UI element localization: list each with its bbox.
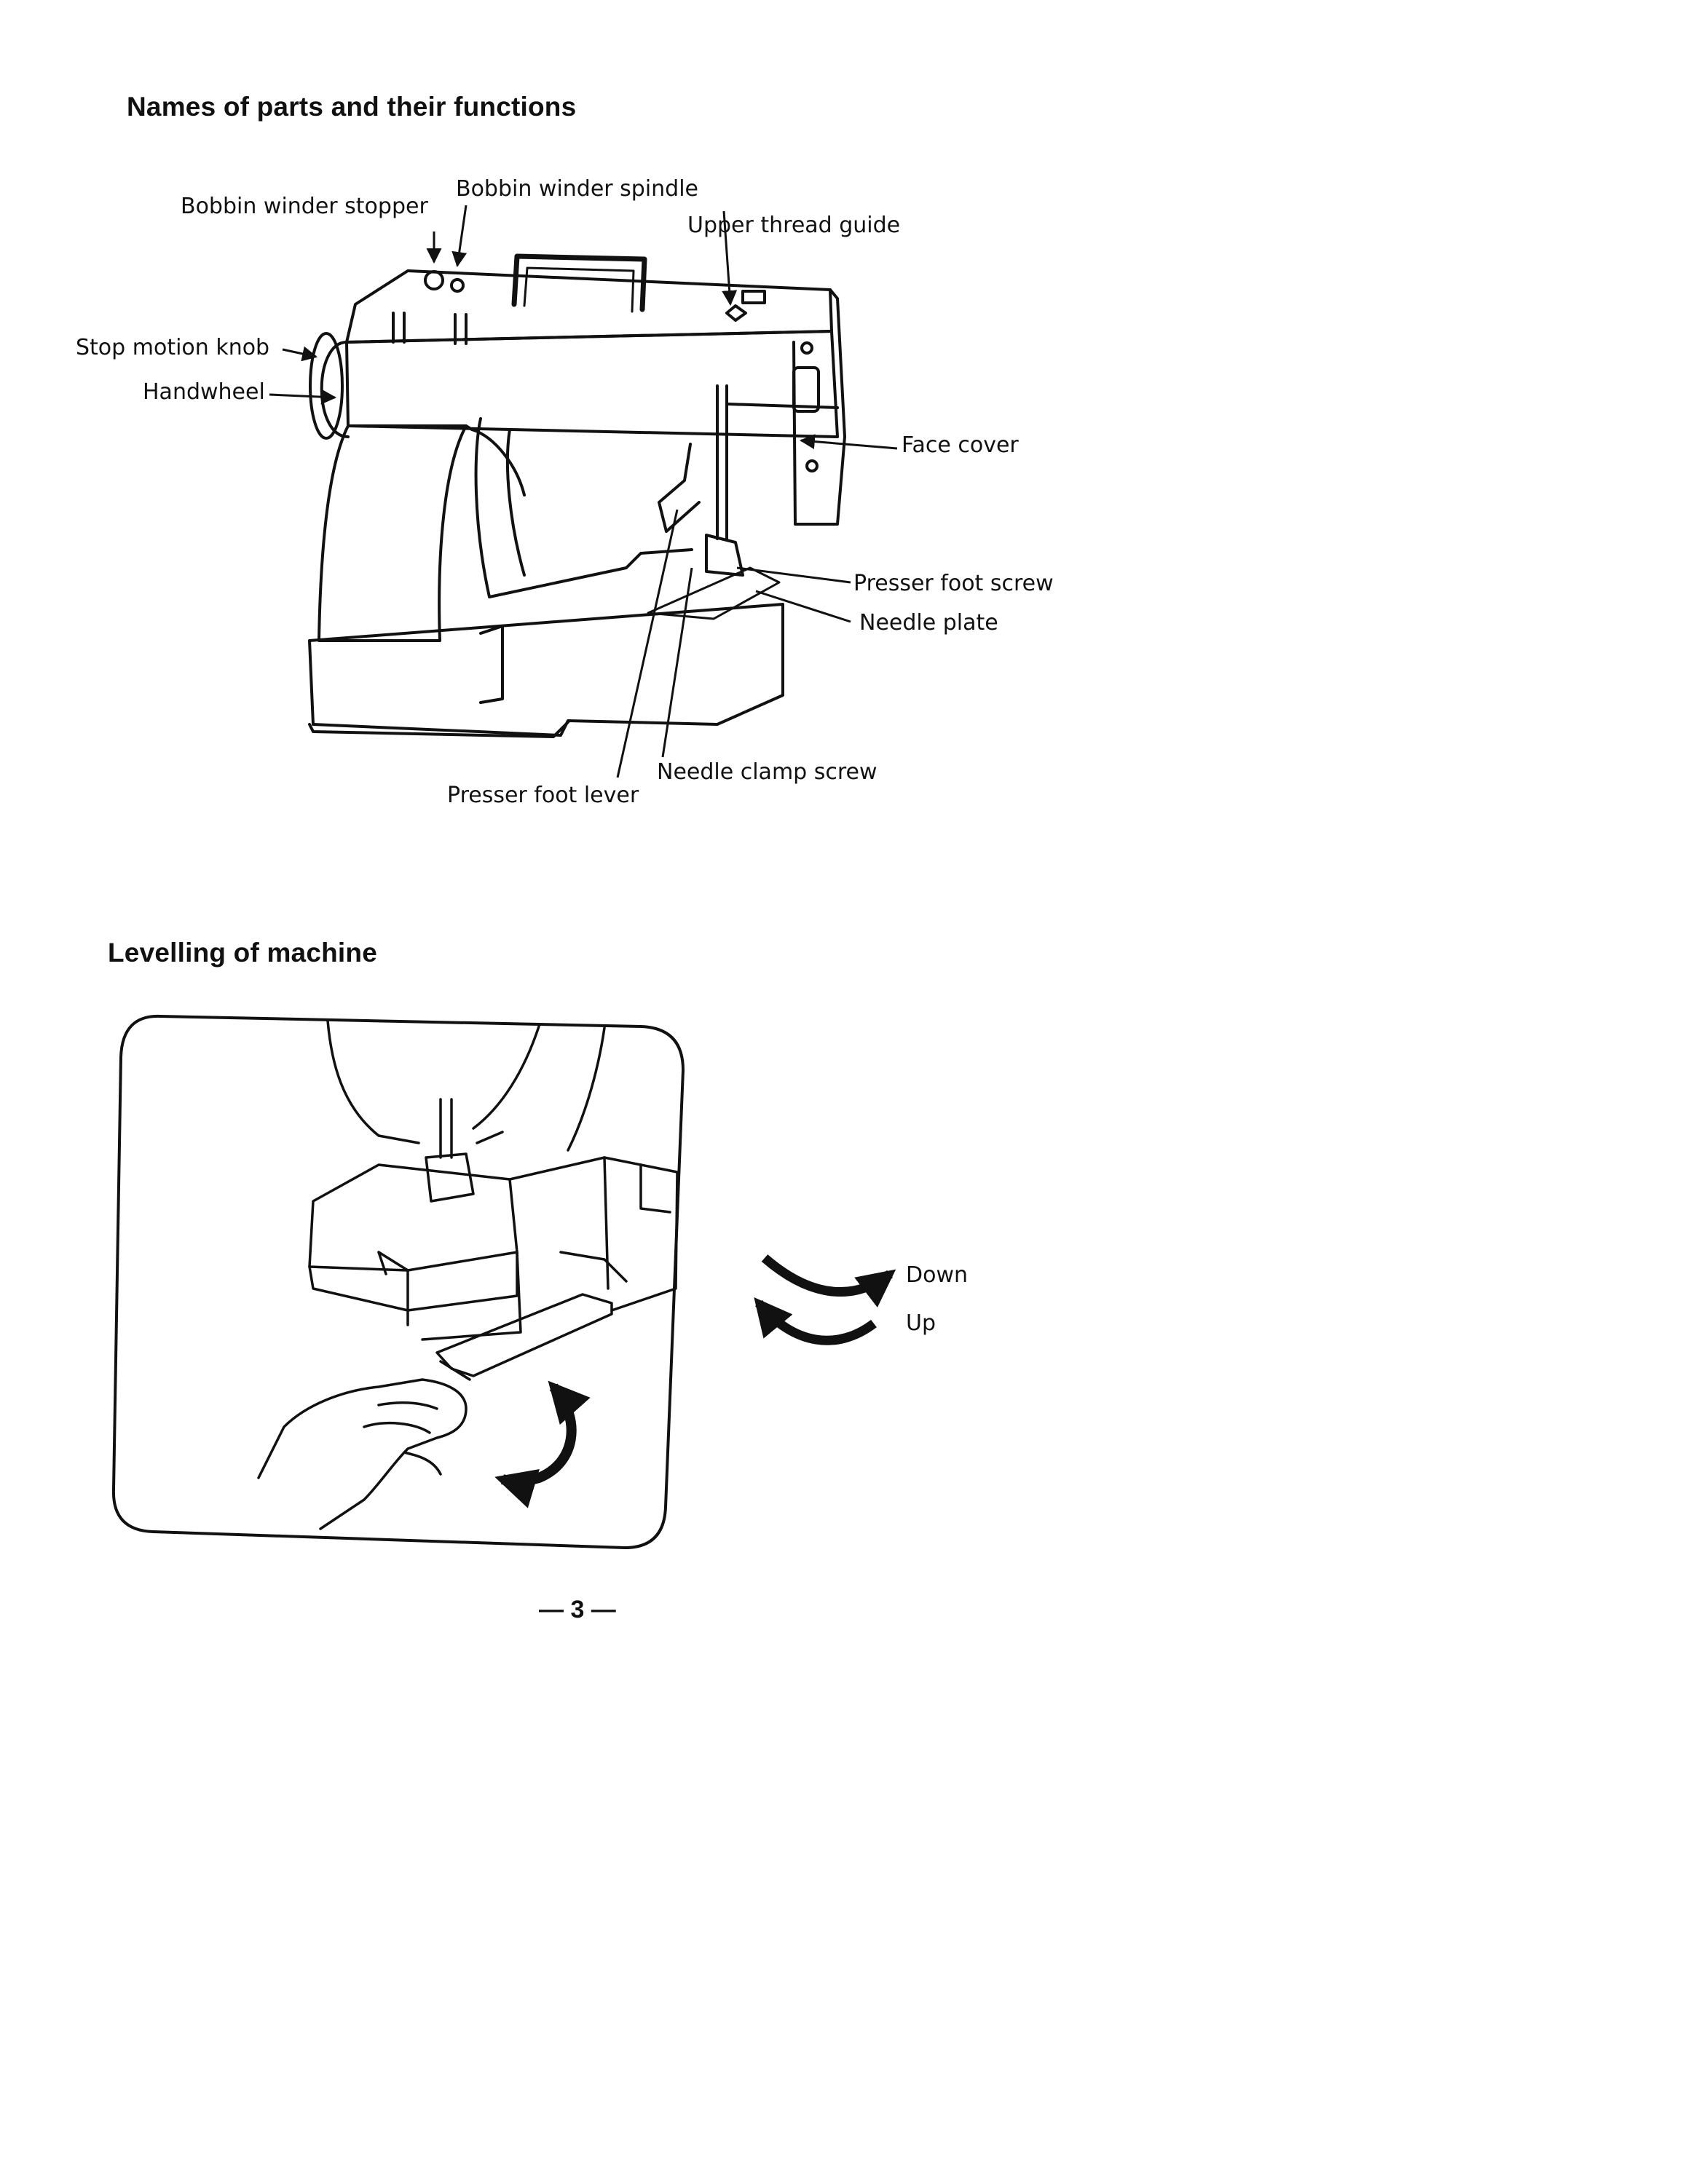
label-presser-foot-lever: Presser foot lever — [447, 783, 639, 808]
up-arrow-icon — [754, 1297, 877, 1345]
label-needle-clamp-screw: Needle clamp screw — [657, 759, 877, 785]
section-heading-parts: Names of parts and their functions — [127, 92, 577, 122]
page-number: — 3 — — [539, 1596, 616, 1623]
machine-pillar — [318, 424, 468, 642]
label-face-cover: Face cover — [902, 432, 1019, 458]
levelling-diagram — [111, 1014, 896, 1550]
label-presser-foot-screw: Presser foot screw — [853, 571, 1054, 596]
levelling-foot — [435, 1293, 613, 1377]
sewing-machine-diagram — [269, 205, 898, 778]
section-heading-levelling: Levelling of machine — [108, 938, 377, 968]
label-handwheel: Handwheel — [143, 379, 265, 405]
label-stop-motion-knob: Stop motion knob — [76, 335, 270, 360]
machine-upper-body — [345, 330, 839, 438]
machine-face-cover — [792, 288, 846, 526]
label-needle-plate: Needle plate — [859, 610, 998, 636]
label-upper-thread-guide: Upper thread guide — [687, 213, 901, 238]
label-bobbin-winder-spindle: Bobbin winder spindle — [456, 176, 699, 202]
rotate-arrow-icon — [494, 1380, 591, 1508]
levelling-frame — [111, 1014, 685, 1550]
machine-base — [308, 603, 784, 737]
label-up: Up — [906, 1310, 936, 1336]
down-arrow-icon — [761, 1254, 896, 1307]
machine-top-arm — [345, 269, 833, 344]
needle-plate-shape — [647, 566, 781, 620]
label-down: Down — [906, 1262, 969, 1288]
label-bobbin-winder-stopper: Bobbin winder stopper — [181, 194, 428, 219]
